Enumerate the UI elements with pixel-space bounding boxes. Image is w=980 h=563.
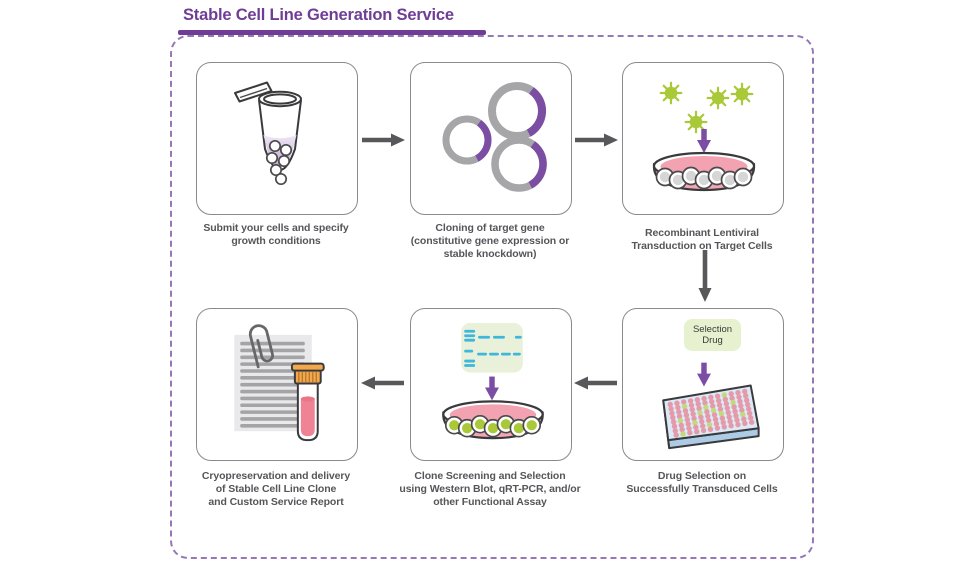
cap-ribs bbox=[298, 372, 317, 383]
gel-blot bbox=[461, 322, 523, 373]
cells-in-tube bbox=[265, 139, 293, 186]
cryovial-icon bbox=[290, 362, 325, 442]
arrow-step4-to-step5 bbox=[574, 376, 617, 390]
virus-particle-icon bbox=[706, 86, 730, 110]
purple-down-arrow-icon bbox=[697, 363, 711, 387]
caption-transduction: Recombinant Lentiviral Transduction on T… bbox=[631, 227, 773, 252]
workflow-frame bbox=[170, 35, 814, 559]
arrow-step1-to-step2 bbox=[362, 133, 405, 147]
plasmid-bottom-right bbox=[491, 136, 547, 192]
report-cryovial-icon bbox=[234, 324, 325, 442]
caption-drug-selection: Drug Selection on Successfully Transduce… bbox=[626, 470, 778, 495]
caption-cryopreservation: Cryopreservation and delivery of Stable … bbox=[201, 470, 351, 508]
step-box-drug-selection bbox=[622, 308, 784, 461]
step-box-clone-screening bbox=[410, 308, 572, 461]
lentivirus-dish-icon bbox=[652, 81, 756, 192]
well-plate-icon bbox=[662, 309, 760, 450]
well-grid bbox=[667, 388, 755, 438]
paperclip-icon bbox=[248, 324, 274, 369]
step-box-cloning bbox=[410, 62, 572, 215]
petri-dish-icon bbox=[652, 151, 756, 192]
vial-cap-flange bbox=[290, 362, 325, 372]
microcentrifuge-tube-icon bbox=[234, 81, 302, 186]
vial-liquid bbox=[300, 398, 315, 437]
plasmid-top-right bbox=[488, 82, 547, 140]
virus-particle-icon bbox=[730, 82, 754, 106]
petri-dish-green-cells-icon bbox=[442, 400, 544, 440]
title-underline bbox=[178, 30, 486, 35]
arrow-step3-to-step4 bbox=[698, 250, 712, 302]
selection-drug-label: Selection Drug bbox=[684, 319, 741, 351]
virus-particle-icon bbox=[659, 81, 683, 105]
arrow-step2-to-step3 bbox=[575, 133, 618, 147]
gel-bands bbox=[464, 329, 522, 367]
step-box-submit-cells bbox=[196, 62, 358, 215]
page-title: Stable Cell Line Generation Service bbox=[183, 6, 454, 24]
purple-down-arrow-icon bbox=[697, 129, 711, 153]
caption-cloning: Cloning of target gene (constitutive gen… bbox=[410, 222, 570, 260]
arrow-step5-to-step6 bbox=[361, 376, 404, 390]
plasmid-left bbox=[442, 115, 492, 165]
step-box-cryopreservation bbox=[196, 308, 358, 461]
caption-clone-screening: Clone Screening and Selection using West… bbox=[399, 470, 581, 508]
caption-submit-cells: Submit your cells and specify growth con… bbox=[203, 222, 349, 247]
plasmids-icon bbox=[442, 82, 547, 192]
western-blot-dish-icon bbox=[442, 322, 544, 440]
purple-down-arrow-icon bbox=[485, 377, 499, 401]
step-box-transduction bbox=[622, 62, 784, 215]
